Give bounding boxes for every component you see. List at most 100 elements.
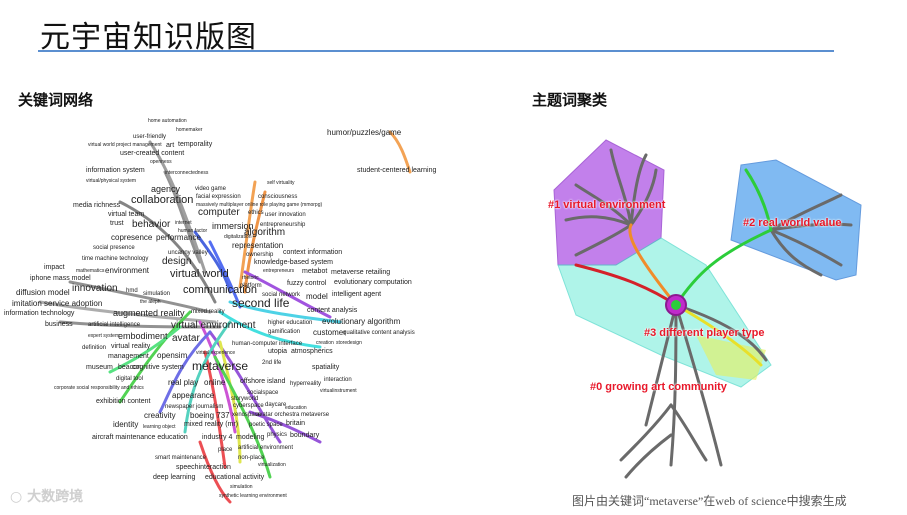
keyword: interaction [324,377,352,383]
keyword: collaboration [131,194,194,206]
keyword: model [306,292,328,301]
source-caption: 图片由关键词“metaverse”在web of science中搜索生成 [572,494,847,508]
keyword: knowledge-based system [254,259,333,266]
watermark: ○ 大数跨境 [10,486,83,506]
keyword: social presence [93,245,135,251]
keyword: xenospace [232,412,262,418]
keyword: interconnectedness [165,170,209,176]
keyword: cognitive system [132,364,184,371]
keyword: information technology [4,310,75,317]
keyword: virtualization [258,462,286,468]
keyword: higher education [268,320,313,326]
keyword: 2nd life [262,360,282,366]
keyword: diffusion model [16,288,70,297]
keyword: boeing 737 [190,411,230,420]
keyword: virtual experience [196,350,236,356]
left-heading: 关键词网络 [18,91,94,109]
cluster-0-hull [696,335,766,380]
keyword: digital tool [116,376,144,382]
keyword: educational activity [205,474,265,481]
keyword: newspaper journalism [165,404,224,410]
keyword: second life [232,296,290,310]
watermark-logo-icon: ○ [10,489,23,505]
keyword: avatar orchestra metaverse [256,412,330,418]
keyword: immersion [212,221,254,231]
keyword: video game [195,186,227,192]
keyword: home automation [148,118,187,124]
keyword: entrepreneurship [260,222,306,228]
keyword: qualitative content analysis [343,330,415,336]
keyword: time machine technology [82,256,149,262]
keyword: embodiment [118,331,168,341]
keyword: artificial environment [238,445,294,451]
cluster-0-label: #0 growing art community [590,381,727,393]
keyword: corporate social responsibility and ethi… [54,385,144,391]
keyword: hyperreality [290,381,322,387]
title-rule [38,50,834,52]
keyword: place [218,447,233,453]
keyword: museum [86,364,113,371]
keyword: facial expression [196,194,241,200]
keyword: behavior [132,219,171,230]
keyword: metabot [302,268,328,275]
keyword: non-place [238,455,265,461]
right-heading: 主题词聚类 [532,91,608,109]
keyword: evolutionary algorithm [322,317,401,326]
keyword: virtual/physical system [86,178,137,184]
keyword: agency [151,184,181,194]
keyword: education [285,405,307,411]
cluster-hub-core [671,300,681,310]
cluster-2-hull [730,159,862,281]
keyword: deep learning [153,474,196,481]
keyword: industry 4 [202,434,233,441]
keyword: opensim [157,351,188,360]
keyword: ethics [248,210,264,216]
keyword: art [166,142,175,149]
keyword: uncanny valley [168,250,208,256]
keyword: virtual environment [171,320,256,331]
keyword: context information [283,249,343,256]
slide-title: 元宇宙知识版图 [40,20,257,55]
keyword: user-created content [120,150,185,157]
keyword: user innovation [265,212,306,218]
keyword: virtual world project management [88,142,162,148]
keyword: customer [313,328,346,337]
keyword: atmospherics [291,348,333,355]
keyword: intelligent agent [332,291,382,298]
cluster-1-label: #1 virtual environment [548,199,666,211]
watermark-text: 大数跨境 [27,489,84,505]
keyword: ownership [246,252,274,258]
keyword: artificial intelligence [88,322,141,328]
keyword: cyberspace [233,403,264,409]
keyword: offshore island [240,378,286,385]
keyword: synthetic learning environment [219,493,287,499]
keyword: impact [44,264,65,271]
keyword-network-links [38,130,412,504]
keyword: virtual reality [111,343,151,350]
keyword: human factor [178,228,208,234]
keyword: representation [232,241,284,250]
keyword: content analysis [307,307,358,314]
keyword: trust [110,220,124,227]
keyword: avatar [172,333,200,344]
keyword: homemaker [176,127,203,133]
keyword: creativity [144,411,176,420]
keyword: human-computer interface [232,341,303,347]
keyword: information system [86,167,145,174]
keyword: virtual team [108,211,145,218]
keyword: simulation [230,484,253,490]
keyword: iphone mass model [30,275,91,282]
topic-cluster-diagram: #1 virtual environment #2 real world val… [536,115,876,495]
keyword: user-friendly [133,134,167,140]
keyword: the aleph [140,299,161,305]
keyword: platform [240,283,262,289]
keyword: computer [198,207,240,218]
keyword: spatiality [312,364,340,371]
keyword: metaverse retailing [331,269,391,276]
keyword: openness [150,159,172,165]
keyword: mixed reality (mr) [184,421,239,428]
keyword: learning object [143,424,176,430]
keyword: mixed reality [191,309,225,315]
keyword: communication [183,284,257,296]
keyword: student-centered learning [357,167,437,174]
